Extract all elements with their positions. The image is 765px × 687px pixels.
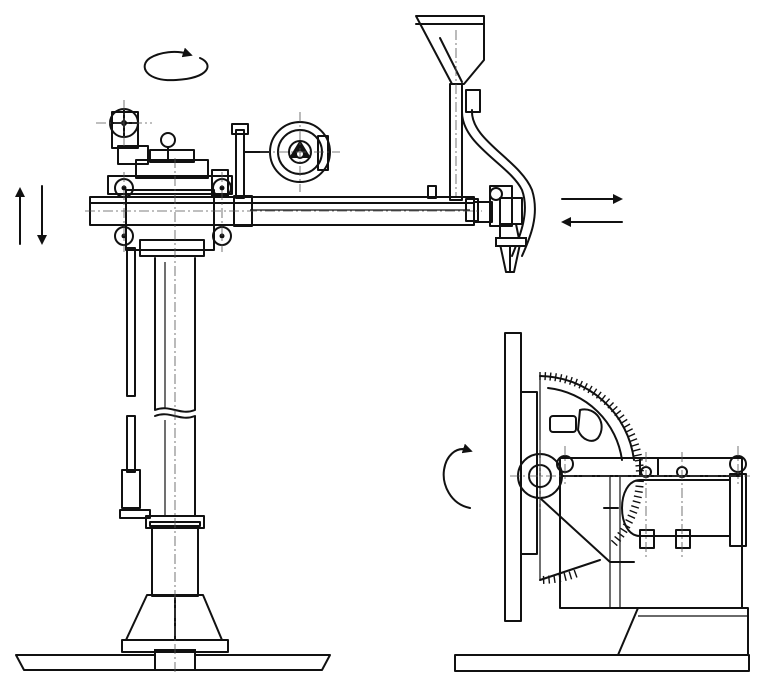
- rotate-arrow-icon: [143, 47, 209, 82]
- tilt-hub: [517, 453, 741, 563]
- lift-rack: [119, 247, 151, 519]
- positioner-base: [454, 607, 750, 672]
- slew-motor: [109, 108, 176, 165]
- positioner-faceplate: [504, 332, 538, 622]
- column-boom-manipulator: [15, 15, 536, 675]
- flux-hopper: [415, 15, 536, 257]
- welding-torch-head: [473, 185, 527, 273]
- tilt-gear-segment: [539, 372, 644, 584]
- vertical-updown-arrows-icon: [15, 185, 47, 245]
- wire-reel: [231, 121, 331, 199]
- tilt-rotate-arrow-icon: [442, 443, 473, 509]
- gearbox-housing: [556, 455, 747, 609]
- welding-positioner: [454, 332, 750, 672]
- horizontal-inout-arrows-icon: [561, 194, 623, 227]
- positioner-drive-motor: [603, 473, 747, 547]
- manipulator-base-plate: [15, 649, 331, 671]
